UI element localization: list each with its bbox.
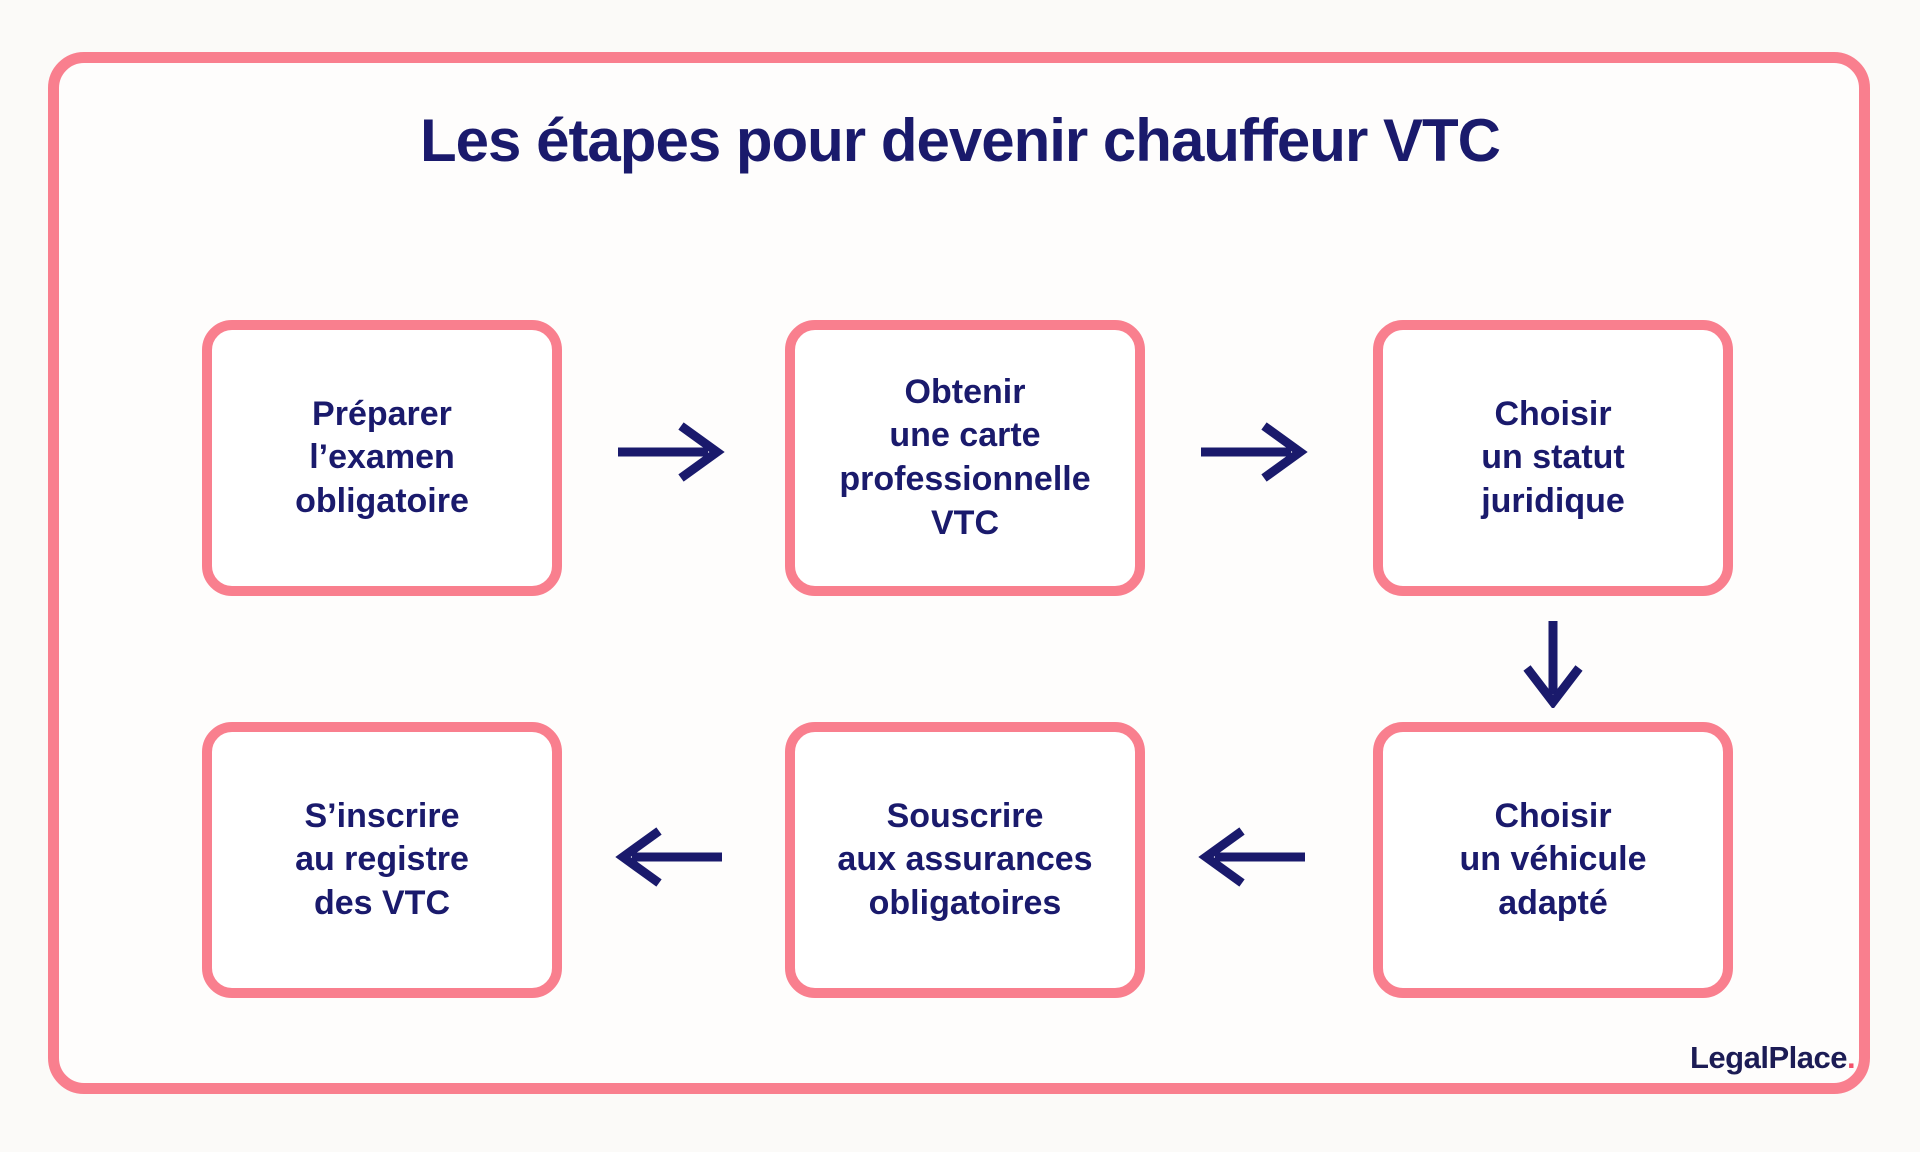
- step-box-preparer-examen: Préparer l’examen obligatoire: [202, 320, 562, 596]
- logo-text: LegalPlace: [1690, 1040, 1847, 1075]
- step-box-inscrire-registre: S’inscrire au registre des VTC: [202, 722, 562, 998]
- step-box-choisir-statut: Choisir un statut juridique: [1373, 320, 1733, 596]
- step-box-obtenir-carte: Obtenir une carte professionnelle VTC: [785, 320, 1145, 596]
- arrow-down-icon: [1518, 618, 1588, 708]
- logo-dot: .: [1846, 1040, 1856, 1075]
- arrow-left-icon: [1198, 822, 1308, 892]
- arrow-right-icon: [1198, 417, 1308, 487]
- step-label: Choisir un statut juridique: [1481, 394, 1625, 520]
- arrow-left-icon: [615, 822, 725, 892]
- step-label: Souscrire aux assurances obligatoires: [837, 796, 1093, 922]
- step-label: Préparer l’examen obligatoire: [295, 394, 469, 520]
- step-label: Obtenir une carte professionnelle VTC: [839, 372, 1091, 542]
- page-title: Les étapes pour devenir chauffeur VTC: [420, 107, 1501, 174]
- step-box-choisir-vehicule: Choisir un véhicule adapté: [1373, 722, 1733, 998]
- step-label: Choisir un véhicule adapté: [1459, 796, 1647, 922]
- step-box-souscrire-assurances: Souscrire aux assurances obligatoires: [785, 722, 1145, 998]
- step-label: S’inscrire au registre des VTC: [295, 796, 469, 922]
- arrow-right-icon: [615, 417, 725, 487]
- legalplace-logo: LegalPlace.: [1690, 1040, 1856, 1076]
